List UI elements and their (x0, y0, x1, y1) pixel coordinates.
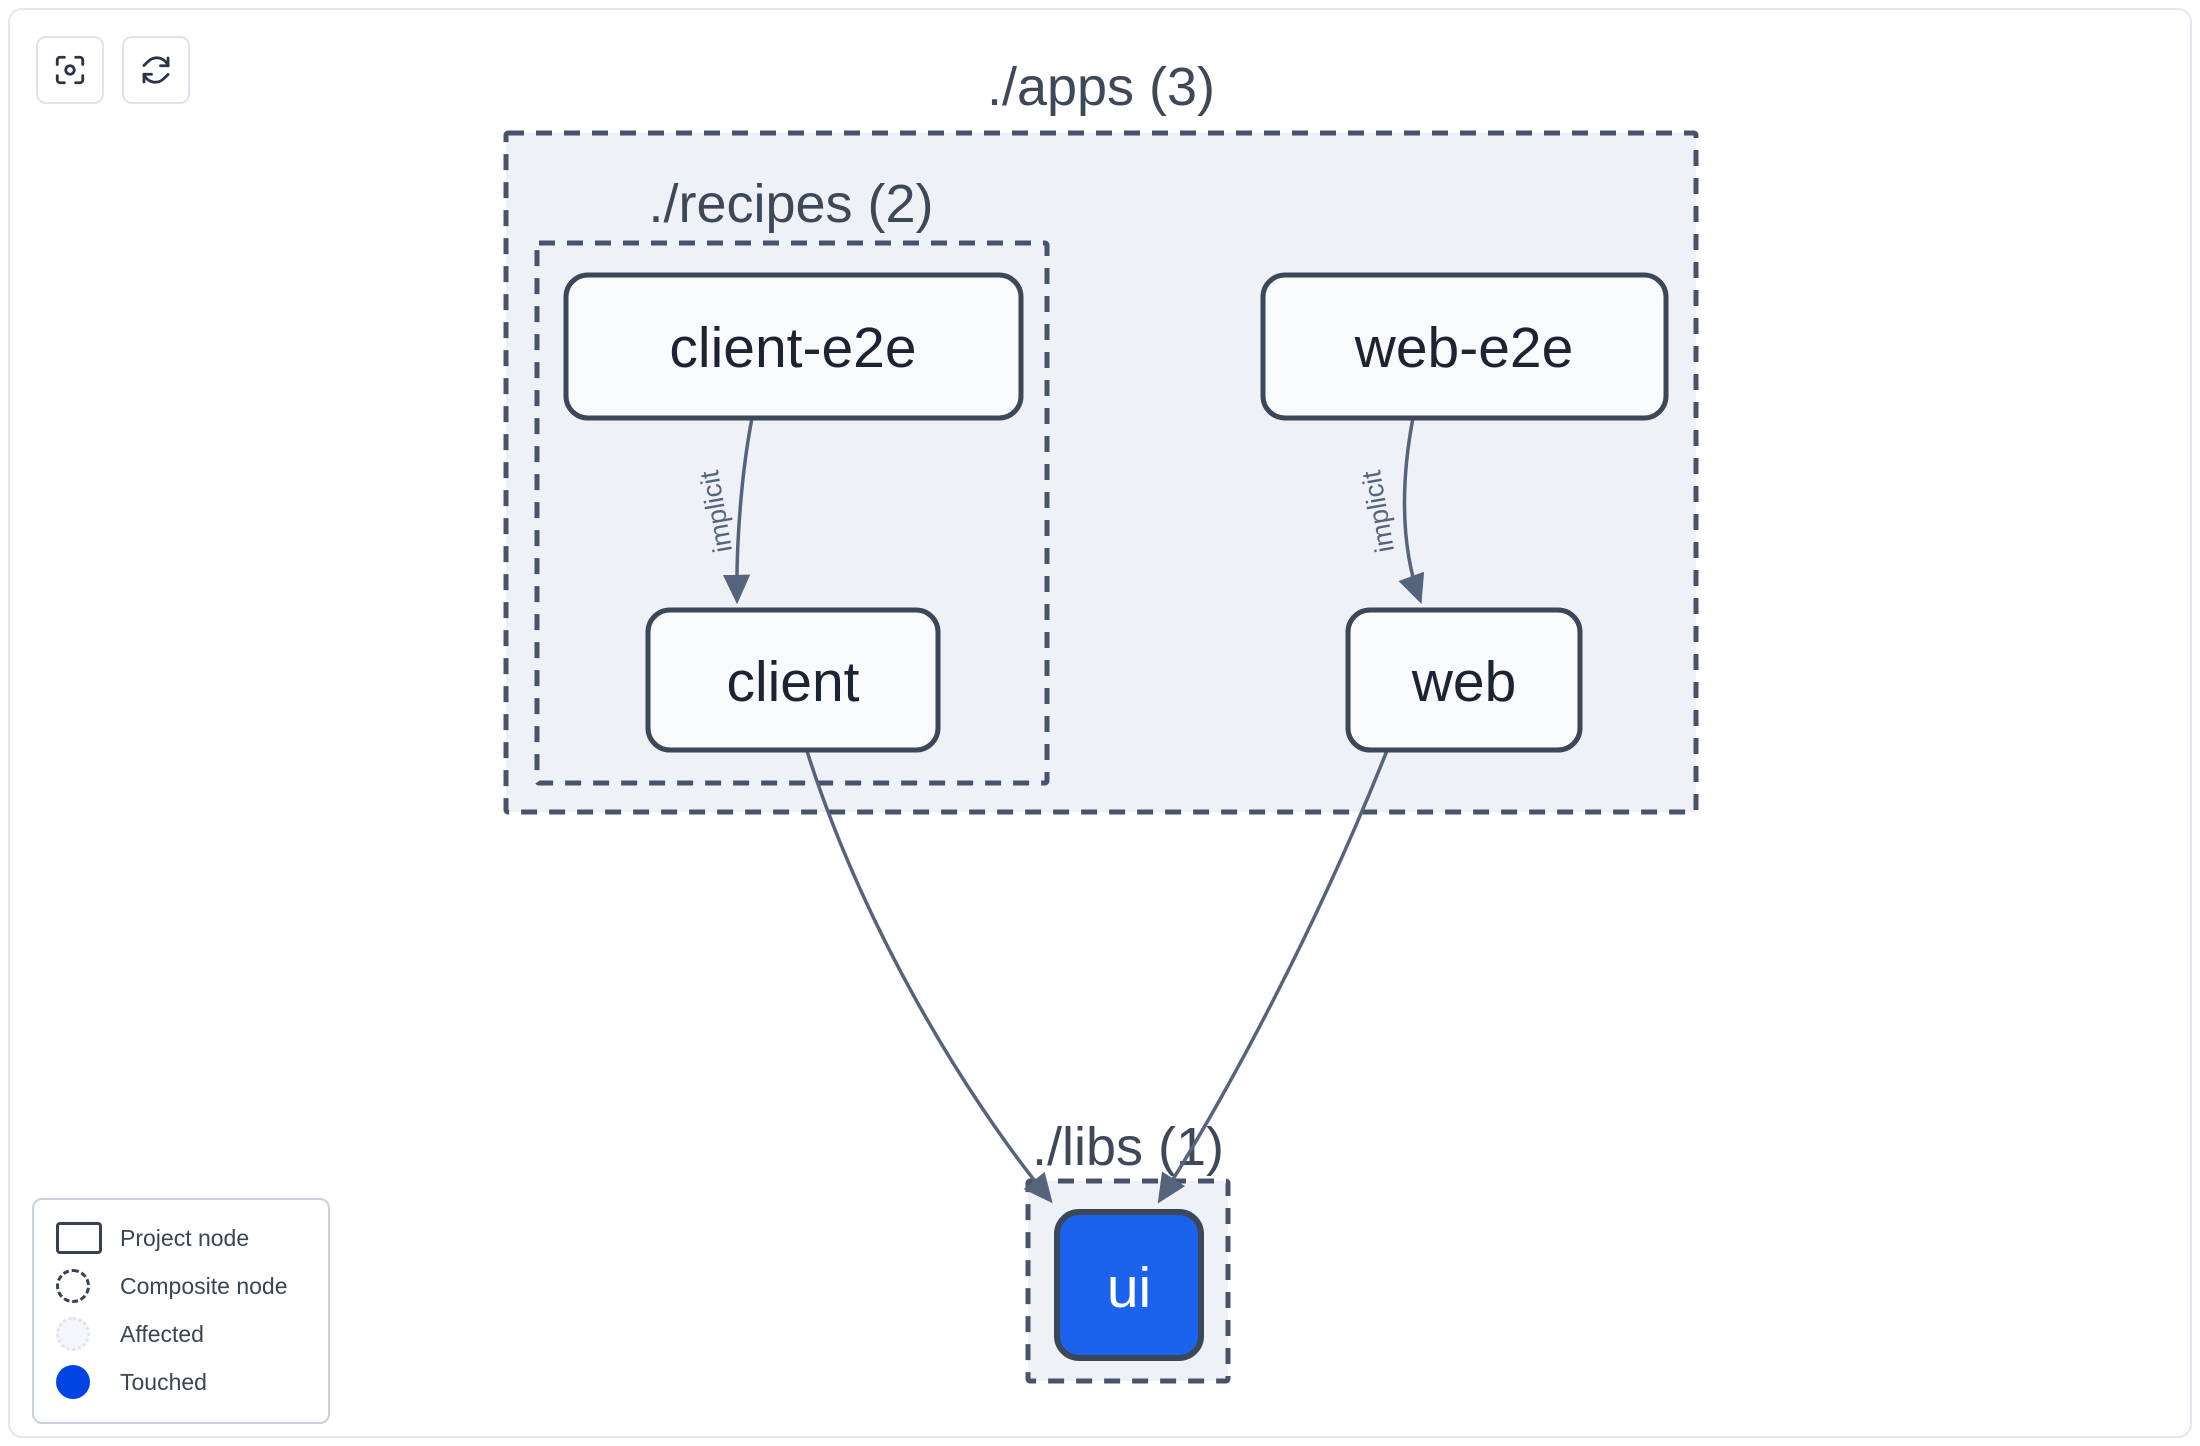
affected-swatch (56, 1317, 102, 1351)
legend-label-project-node: Project node (120, 1224, 250, 1251)
node-client-label: client (726, 650, 859, 714)
node-client-e2e-label: client-e2e (669, 316, 916, 380)
legend-label-composite-node: Composite node (120, 1272, 288, 1299)
node-web-e2e[interactable]: web-e2e (1260, 272, 1669, 421)
legend-label-affected: Affected (120, 1320, 204, 1347)
refresh-icon (139, 53, 173, 87)
node-web-e2e-label: web-e2e (1354, 316, 1574, 380)
node-web[interactable]: web (1345, 607, 1583, 753)
focus-target-icon (53, 53, 87, 87)
composite-node-swatch (56, 1269, 102, 1303)
node-ui[interactable]: ui (1054, 1209, 1204, 1361)
node-client[interactable]: client (645, 607, 941, 753)
refresh-graph-button[interactable] (122, 36, 190, 104)
touched-swatch (56, 1365, 102, 1399)
node-client-e2e[interactable]: client-e2e (563, 272, 1024, 421)
edge-web-to-ui[interactable] (1157, 747, 1390, 1204)
project-node-swatch (56, 1221, 102, 1255)
group-recipes-label: ./recipes (2) (648, 174, 933, 234)
legend-item-affected: Affected (56, 1310, 314, 1358)
graph-toolbar (36, 36, 190, 104)
legend-label-touched: Touched (120, 1368, 207, 1395)
legend-item-composite-node: Composite node (56, 1262, 314, 1310)
group-apps-label: ./apps (3) (987, 57, 1215, 117)
edge-client-to-ui[interactable] (804, 747, 1053, 1204)
legend-item-touched: Touched (56, 1358, 314, 1406)
legend-item-project-node: Project node (56, 1214, 314, 1262)
group-libs-label: ./libs (1) (1032, 1117, 1224, 1177)
graph-legend: Project node Composite node Affected Tou… (32, 1198, 330, 1424)
node-web-label: web (1411, 650, 1517, 714)
node-ui-label: ui (1107, 1256, 1151, 1320)
focus-graph-button[interactable] (36, 36, 104, 104)
